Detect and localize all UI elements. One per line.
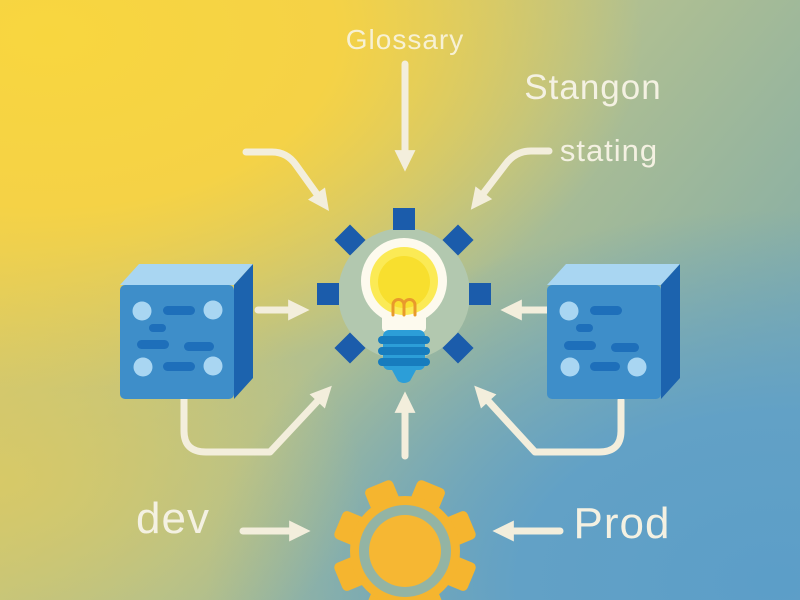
bulb-glass-inner [378,256,430,308]
gear-hub [369,515,441,587]
arrow-layer [180,60,625,542]
code-cube-left-icon [120,264,253,399]
arrow-topleft-to-bulb [242,148,329,211]
stating-label: stating [559,133,659,168]
bulb-halo-teeth [317,208,491,364]
glossary-label: Glossary [345,24,465,55]
cube-top-face [120,264,253,285]
arrow-rightcube-bottom-to-bulb [474,385,625,456]
bulb-filament [391,298,417,317]
dev-label: dev [136,494,210,543]
stangon-label: Stangon [524,68,662,107]
code-cube-right-icon [547,264,680,399]
cube-code-marks [559,301,647,377]
prod-label: Prod [573,499,671,548]
cube-top-face [547,264,680,285]
lightbulb-icon [317,208,491,383]
bulb-base-tip [392,370,416,383]
arrow-stating-to-bulb [470,147,553,210]
bulb-base-ridges [378,336,430,366]
cube-side-face [661,264,680,399]
cube-code-marks [132,300,223,377]
arrow-leftcube-bottom-to-bulb [180,385,332,456]
gear-icon [334,480,476,600]
cube-side-face [234,264,253,399]
cube-front-face [547,285,661,399]
